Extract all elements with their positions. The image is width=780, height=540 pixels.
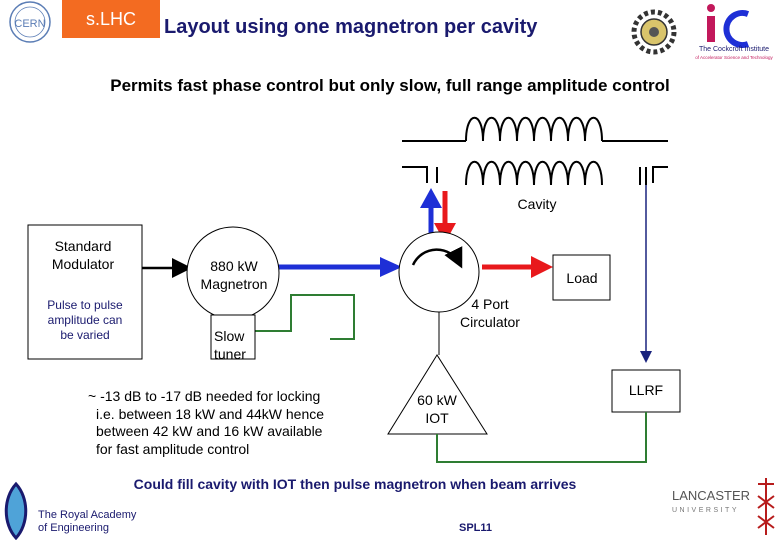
cockcroft-text-1: The Cockcroft Institute: [699, 46, 769, 53]
iot-label-2: IOT: [425, 409, 449, 426]
cern-logo-text: CERN: [14, 18, 45, 30]
modulator-box: [27, 224, 143, 360]
cockcroft-text-2: of Accelerator Science and Technology: [695, 55, 773, 60]
pulse-note-2: amplitude can: [47, 313, 123, 327]
page-title: Layout using one magnetron per cavity: [164, 16, 538, 38]
slhc-badge-text: s.LHC: [85, 8, 136, 29]
magnetron-label-1: 880 kW: [210, 258, 258, 274]
load-label: Load: [566, 270, 598, 286]
llrf-label: LLRF: [628, 382, 664, 398]
locking-note-1: ~ -13 dB to -17 dB needed for locking: [88, 388, 321, 404]
tuner-label-2: tuner: [214, 345, 246, 362]
cavity-cells-top: [465, 117, 603, 142]
royal-academy-logo: The Royal Academy of Engineering: [4, 481, 137, 540]
tuner-green-line: [248, 294, 355, 340]
cern-logo: CERN: [9, 1, 51, 43]
locking-note-3: between 42 kW and 16 kW available: [96, 423, 323, 439]
bottom-note: Could fill cavity with IOT then pulse ma…: [133, 476, 577, 492]
llrf-box: [611, 369, 681, 413]
pulse-note-1: Pulse to pulse: [47, 298, 123, 312]
tuner-label-1: Slow: [214, 328, 245, 344]
lancaster-text-2: UNIVERSITY: [672, 507, 739, 514]
cavity-coupler-right: [652, 166, 668, 183]
tuner-label: Slow tuner: [208, 328, 264, 363]
locking-note: ~ -13 dB to -17 dB needed for locking i.…: [88, 388, 378, 458]
cockcroft-logo: The Cockcroft Institute of Accelerator S…: [695, 4, 773, 60]
locking-note-2: i.e. between 18 kW and 44kW hence: [96, 405, 325, 422]
royal-academy-text-2: of Engineering: [38, 522, 109, 534]
magnetron-label-2: Magnetron: [200, 275, 268, 292]
modulator-label: Standard Modulator: [30, 238, 136, 273]
page-subtitle: Permits fast phase control but only slow…: [110, 76, 670, 95]
iot-label: 60 kW IOT: [405, 392, 469, 427]
lancaster-logo: LANCASTER UNIVERSITY: [672, 478, 775, 535]
cavity-label: Cavity: [517, 196, 557, 212]
circulator-label: 4 Port Circulator: [450, 296, 530, 331]
locking-note-4: for fast amplitude control: [96, 440, 250, 457]
slide-id: SPL11: [459, 522, 493, 534]
llrf-iot-green-line: [436, 412, 647, 463]
magnetron-label: 880 kW Magnetron: [190, 258, 278, 293]
circulator-rotation-arrow: [411, 246, 463, 269]
iot-label-1: 60 kW: [417, 392, 457, 408]
circulator-label-1: 4 Port: [471, 296, 509, 312]
circulator-label-2: Circulator: [460, 313, 520, 330]
slow-tuner-box: [210, 314, 256, 360]
slhc-badge: s.LHC: [62, 0, 160, 38]
load-box: [552, 254, 611, 301]
pulse-note: Pulse to pulse amplitude can be varied: [30, 298, 140, 343]
pulse-note-3: be varied: [60, 328, 110, 342]
modulator-label-2: Modulator: [51, 255, 115, 272]
royal-academy-text-1: The Royal Academy: [38, 509, 137, 521]
cavity-cells-bottom: [465, 161, 603, 186]
blue-arrows: [278, 188, 442, 277]
cavity-coupler-left: [402, 166, 428, 183]
gear-logo: [631, 9, 677, 55]
cavity-structure: [402, 117, 668, 186]
lancaster-text-1: LANCASTER: [672, 488, 750, 503]
modulator-label-1: Standard: [54, 238, 112, 254]
